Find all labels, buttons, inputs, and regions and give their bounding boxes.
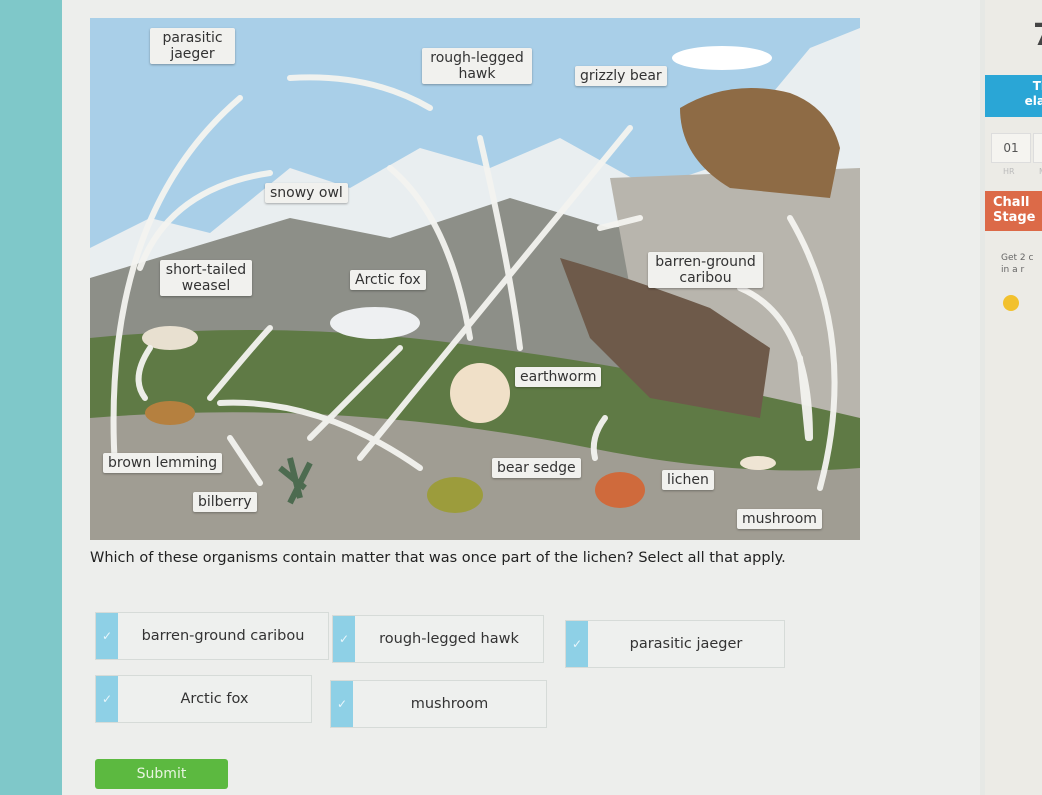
option-rough-legged-hawk[interactable]: ✓ rough-legged hawk: [332, 615, 544, 663]
left-edge-strip: [0, 0, 62, 795]
checkbox-icon[interactable]: ✓: [96, 613, 118, 659]
label-grizzly-bear: grizzly bear: [575, 66, 667, 86]
food-web-illustration: parasitic jaeger rough-legged hawk grizz…: [90, 18, 860, 540]
side-panel: 7 Ti ela 01 0 HR MI Chall Stage Get 2 c …: [985, 0, 1042, 795]
challenge-text: Get 2 c in a r: [1001, 253, 1034, 275]
label-earthworm: earthworm: [515, 367, 602, 387]
checkbox-icon[interactable]: ✓: [331, 681, 353, 727]
question-text: Which of these organisms contain matter …: [90, 550, 786, 566]
hours-value: 01: [991, 133, 1031, 163]
option-parasitic-jaeger[interactable]: ✓ parasitic jaeger: [565, 620, 785, 668]
checkbox-icon[interactable]: ✓: [333, 616, 355, 662]
label-lichen: lichen: [662, 470, 714, 490]
label-bear-sedge: bear sedge: [492, 458, 581, 478]
option-barren-ground-caribou[interactable]: ✓ barren-ground caribou: [95, 612, 329, 660]
label-rough-legged-hawk: rough-legged hawk: [422, 48, 532, 84]
question-number: 7: [1033, 18, 1042, 53]
hours-unit: HR: [1003, 167, 1015, 176]
option-label: rough-legged hawk: [379, 631, 519, 647]
option-label: Arctic fox: [180, 691, 249, 707]
option-label: parasitic jaeger: [629, 636, 743, 652]
option-label: mushroom: [410, 696, 489, 712]
option-label: barren-ground caribou: [141, 628, 305, 644]
label-short-tailed-weasel: short-tailed weasel: [160, 260, 252, 296]
label-arctic-fox: Arctic fox: [350, 270, 426, 290]
checkbox-icon[interactable]: ✓: [96, 676, 118, 722]
progress-dot-icon: [1003, 295, 1019, 311]
time-elapsed-header: Ti ela: [985, 75, 1042, 117]
option-arctic-fox[interactable]: ✓ Arctic fox: [95, 675, 312, 723]
minutes-unit: MI: [1039, 167, 1042, 176]
label-barren-ground-caribou: barren-ground caribou: [648, 252, 763, 288]
label-brown-lemming: brown lemming: [103, 453, 223, 473]
option-mushroom[interactable]: ✓ mushroom: [330, 680, 547, 728]
label-snowy-owl: snowy owl: [265, 183, 348, 203]
label-bilberry: bilberry: [193, 492, 257, 512]
minutes-value: 0: [1033, 133, 1042, 163]
submit-button[interactable]: Submit: [95, 759, 228, 789]
challenge-stage-header: Chall Stage: [985, 191, 1042, 231]
checkbox-icon[interactable]: ✓: [566, 621, 588, 667]
label-parasitic-jaeger: parasitic jaeger: [150, 28, 235, 64]
label-mushroom: mushroom: [737, 509, 822, 529]
